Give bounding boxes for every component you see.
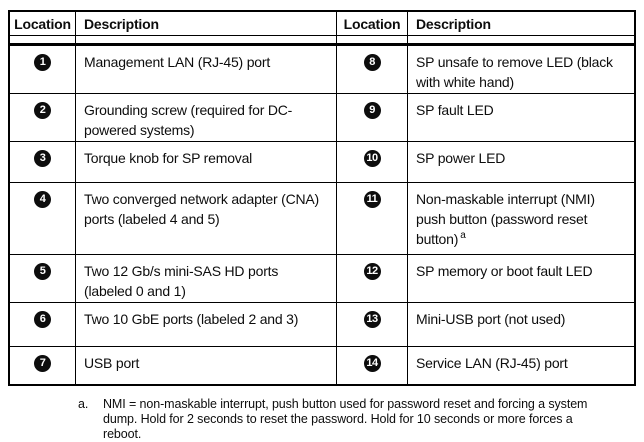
description-cell: Two converged network adapter (CNA) port… <box>76 183 337 255</box>
callout-13-badge: 13 <box>363 311 381 328</box>
right-description-header: Description <box>408 12 634 36</box>
location-cell: 9 <box>337 94 408 142</box>
description-text: Grounding screw (required for DC-powered… <box>84 102 293 138</box>
location-cell: 7 <box>10 347 76 384</box>
description-text: Torque knob for SP removal <box>84 150 253 166</box>
location-cell: 11 <box>337 183 408 255</box>
header-rule-spacer <box>337 36 408 46</box>
description-cell: Non-maskable interrupt (NMI) push button… <box>408 183 634 255</box>
callout-1-badge: 1 <box>34 54 51 71</box>
location-cell: 8 <box>337 46 408 94</box>
footnote-marker: a. <box>78 397 89 411</box>
callout-6-badge: 6 <box>34 311 51 328</box>
description-text: Mini-USB port (not used) <box>416 311 566 327</box>
location-cell: 10 <box>337 142 408 183</box>
description-text: SP memory or boot fault LED <box>416 263 593 279</box>
description-text: Two 12 Gb/s mini-SAS HD ports (labeled 0… <box>84 263 279 299</box>
description-text: Non-maskable interrupt (NMI) push button… <box>416 191 595 247</box>
description-text: USB port <box>84 355 140 371</box>
callout-11-badge: 11 <box>363 191 381 208</box>
description-cell: SP power LED <box>408 142 634 183</box>
description-text: SP unsafe to remove LED (black with whit… <box>416 54 613 90</box>
callout-12-badge: 12 <box>363 263 381 280</box>
header-rule-spacer <box>76 36 337 46</box>
callout-10-badge: 10 <box>363 150 381 167</box>
callout-3-badge: 3 <box>34 150 51 167</box>
description-cell: Mini-USB port (not used) <box>408 303 634 347</box>
footnote-ref: a <box>460 230 466 242</box>
description-text: Service LAN (RJ-45) port <box>416 355 568 371</box>
description-cell: Two 12 Gb/s mini-SAS HD ports (labeled 0… <box>76 255 337 303</box>
location-cell: 5 <box>10 255 76 303</box>
location-cell: 4 <box>10 183 76 255</box>
description-text: SP fault LED <box>416 102 494 118</box>
description-cell: Two 10 GbE ports (labeled 2 and 3) <box>76 303 337 347</box>
description-cell: SP fault LED <box>408 94 634 142</box>
ports-and-leds-table: Location Description Location Descriptio… <box>8 10 636 386</box>
location-cell: 14 <box>337 347 408 384</box>
callout-4-badge: 4 <box>34 191 51 208</box>
description-cell: SP unsafe to remove LED (black with whit… <box>408 46 634 94</box>
description-text: Management LAN (RJ-45) port <box>84 54 271 70</box>
callout-14-badge: 14 <box>363 355 381 372</box>
callout-2-badge: 2 <box>34 102 51 119</box>
location-cell: 6 <box>10 303 76 347</box>
location-cell: 12 <box>337 255 408 303</box>
callout-8-badge: 8 <box>363 54 381 71</box>
right-location-header: Location <box>337 12 408 36</box>
location-cell: 3 <box>10 142 76 183</box>
description-text: Two 10 GbE ports (labeled 2 and 3) <box>84 311 299 327</box>
callout-5-badge: 5 <box>34 263 51 280</box>
callout-9-badge: 9 <box>363 102 381 119</box>
left-location-header: Location <box>10 12 76 36</box>
footnote-text: NMI = non-maskable interrupt, push butto… <box>103 397 588 441</box>
location-cell: 2 <box>10 94 76 142</box>
description-cell: Service LAN (RJ-45) port <box>408 347 634 384</box>
location-cell: 1 <box>10 46 76 94</box>
description-cell: Torque knob for SP removal <box>76 142 337 183</box>
footnote-a: a. NMI = non-maskable interrupt, push bu… <box>78 397 590 442</box>
location-cell: 13 <box>337 303 408 347</box>
description-text: Two converged network adapter (CNA) port… <box>84 191 319 227</box>
description-text: SP power LED <box>416 150 506 166</box>
description-cell: USB port <box>76 347 337 384</box>
description-cell: Management LAN (RJ-45) port <box>76 46 337 94</box>
description-cell: SP memory or boot fault LED <box>408 255 634 303</box>
header-rule-spacer <box>10 36 76 46</box>
left-description-header: Description <box>76 12 337 36</box>
callout-7-badge: 7 <box>34 355 51 372</box>
description-cell: Grounding screw (required for DC-powered… <box>76 94 337 142</box>
header-rule-spacer <box>408 36 634 46</box>
